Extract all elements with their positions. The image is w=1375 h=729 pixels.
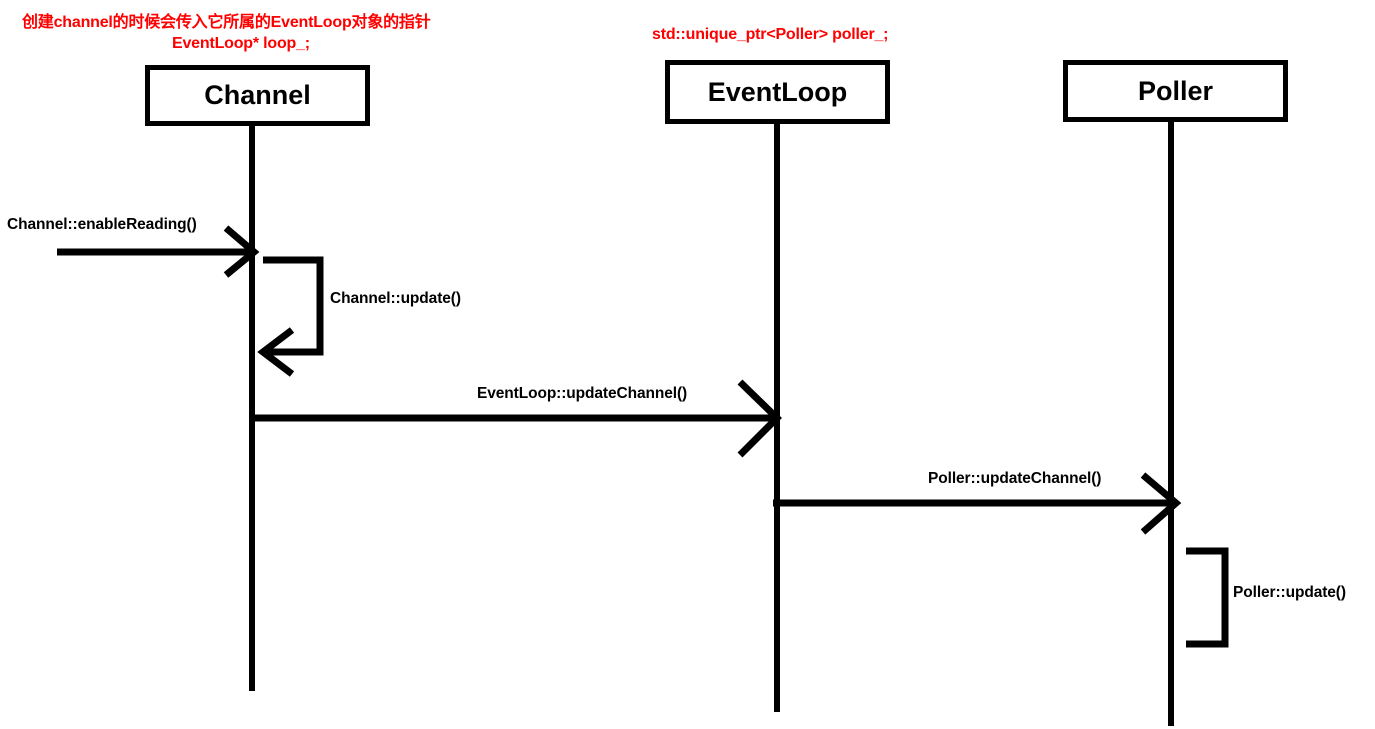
participant-label-channel: Channel xyxy=(204,80,311,110)
message-selfloop-channel-update xyxy=(257,256,324,377)
message-arrow-eventloop-update-channel xyxy=(252,379,782,458)
participant-label-eventloop: EventLoop xyxy=(707,76,848,107)
participant-box-poller[interactable]: Poller xyxy=(1063,60,1288,122)
participant-box-channel[interactable]: Channel xyxy=(145,65,370,126)
message-label-channel-update: Channel::update() xyxy=(330,290,461,307)
note-eventloop-poller-uniqueptr: std::unique_ptr<Poller> poller_; xyxy=(652,26,889,43)
lifelines-group xyxy=(249,122,1174,726)
selfloop-path xyxy=(263,256,324,356)
message-selfloop-poller-update xyxy=(1186,547,1229,648)
note-channel-eventloop-pointer-line1: 创建channel的时候会传入它所属的EventLoop对象的指针 xyxy=(22,14,431,31)
message-arrow-poller-update-channel xyxy=(773,472,1182,535)
message-label-channel-enable-reading: Channel::enableReading() xyxy=(7,216,197,233)
arrowhead-open-right xyxy=(223,225,260,278)
arrowhead-open-right xyxy=(737,379,782,458)
selfloop-path xyxy=(1186,547,1229,648)
message-label-poller-update: Poller::update() xyxy=(1233,584,1346,601)
message-label-eventloop-update-channel: EventLoop::updateChannel() xyxy=(477,385,688,402)
participant-label-poller: Poller xyxy=(1137,75,1214,106)
participant-box-eventloop[interactable]: EventLoop xyxy=(665,60,890,124)
message-label-poller-update-channel: Poller::updateChannel() xyxy=(928,470,1102,487)
message-arrow-channel-enable-reading xyxy=(57,225,260,278)
arrowhead-open-left xyxy=(257,327,295,377)
arrowhead-open-right xyxy=(1140,472,1182,535)
note-channel-eventloop-pointer-line2: EventLoop* loop_; xyxy=(172,35,310,52)
